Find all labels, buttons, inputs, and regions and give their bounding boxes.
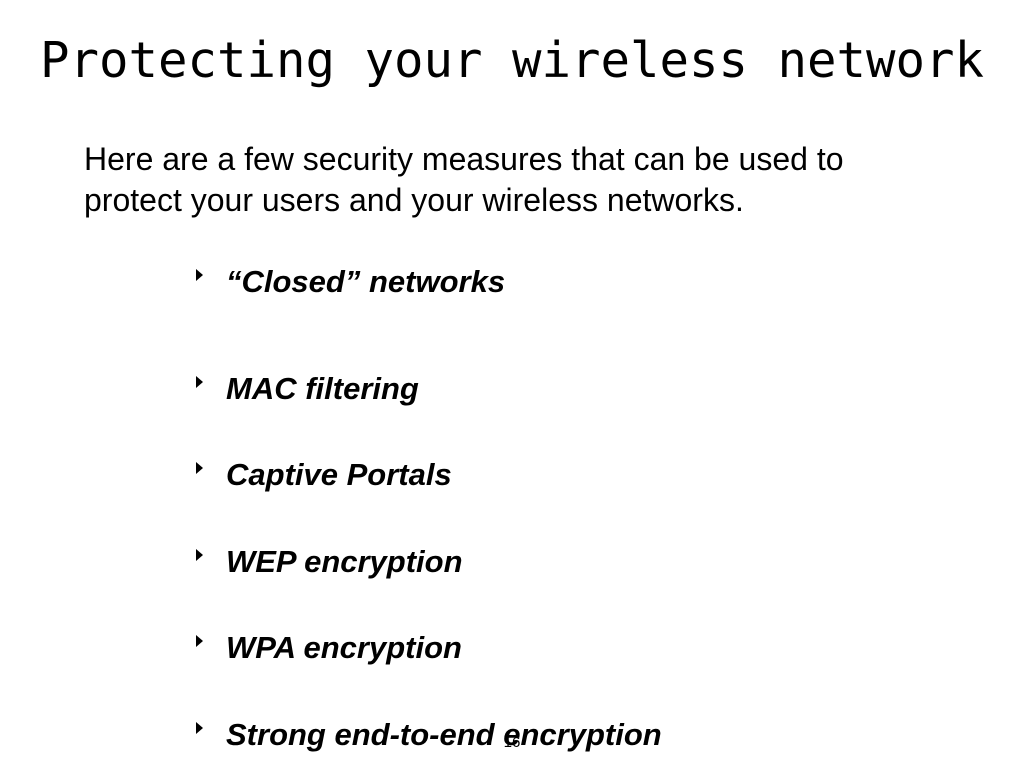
bullet-item-wep-encryption: WEP encryption — [196, 519, 662, 606]
bullet-label: WEP encryption — [226, 544, 463, 580]
intro-line: Here are a few security measures that ca… — [84, 139, 984, 180]
intro-line: protect your users and your wireless net… — [84, 180, 984, 221]
triangle-bullet-icon — [196, 462, 203, 474]
bullet-label: Captive Portals — [226, 457, 452, 493]
intro-paragraph: Here are a few security measures that ca… — [84, 139, 984, 221]
bullet-label: WPA encryption — [226, 630, 462, 666]
bullet-item-mac-filtering: MAC filtering — [196, 346, 662, 433]
triangle-bullet-icon — [196, 635, 203, 647]
triangle-bullet-icon — [196, 376, 203, 388]
slide-title: Protecting your wireless network — [0, 30, 1024, 92]
triangle-bullet-icon — [196, 549, 203, 561]
triangle-bullet-icon — [196, 269, 203, 281]
bullet-label: “Closed” networks — [226, 264, 505, 300]
page-number: 16 — [0, 733, 1024, 753]
bullet-label: MAC filtering — [226, 371, 419, 407]
bullet-list: “Closed” networks MAC filtering Captive … — [196, 259, 662, 778]
bullet-item-captive-portals: Captive Portals — [196, 432, 662, 519]
triangle-bullet-icon — [196, 722, 203, 734]
bullet-item-closed-networks: “Closed” networks — [196, 259, 662, 346]
bullet-item-wpa-encryption: WPA encryption — [196, 605, 662, 692]
